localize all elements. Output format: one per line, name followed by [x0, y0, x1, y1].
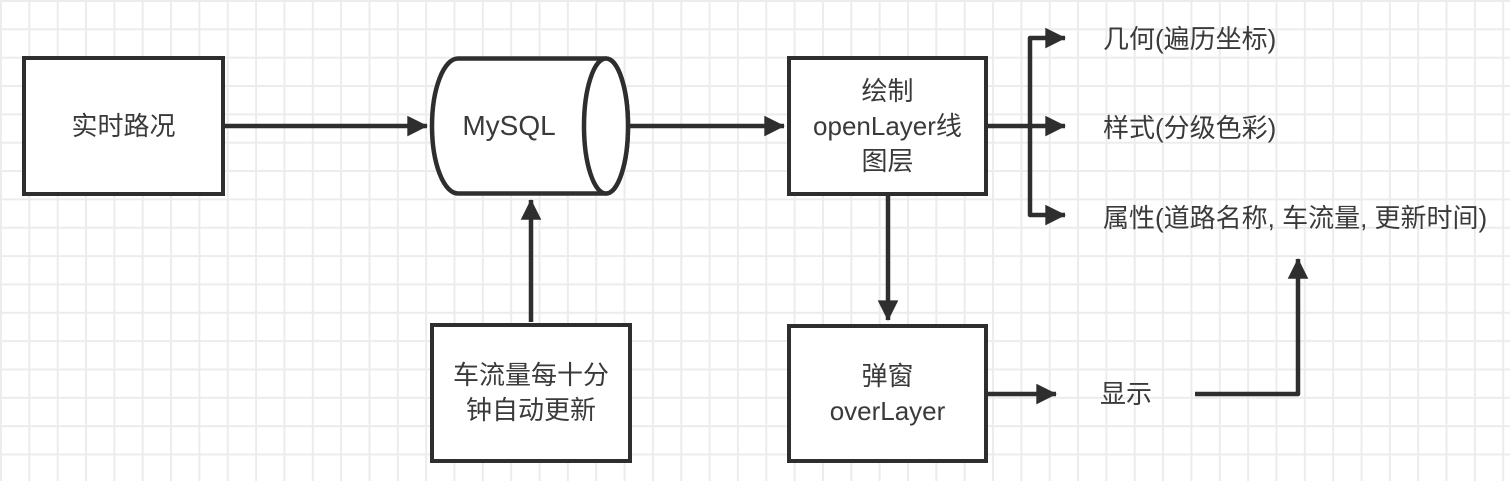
- label-geometry: 几何(遍历坐标): [1103, 24, 1277, 54]
- arrow-branch-to-geometry: [1027, 27, 1066, 126]
- mysql-cylinder-shape: [429, 56, 631, 196]
- node-draw-openlayer-line-layer: 绘制 openLayer线 图层: [787, 56, 988, 196]
- arrow-branch-to-attribute: [1027, 126, 1066, 226]
- label-style: 样式(分级色彩): [1103, 113, 1277, 143]
- label-display: 显示: [1100, 379, 1153, 409]
- node-mysql-label: MySQL: [462, 110, 556, 141]
- label-attribute: 属性(道路名称, 车流量, 更新时间): [1103, 203, 1488, 233]
- arrow-display-to-attribute: [1195, 258, 1309, 397]
- node-popup-overlayer: 弹窗 overLayer: [787, 324, 988, 463]
- node-realtime-traffic: 实时路况: [22, 56, 225, 196]
- node-traffic-auto-update: 车流量每十分 钟自动更新: [430, 323, 632, 463]
